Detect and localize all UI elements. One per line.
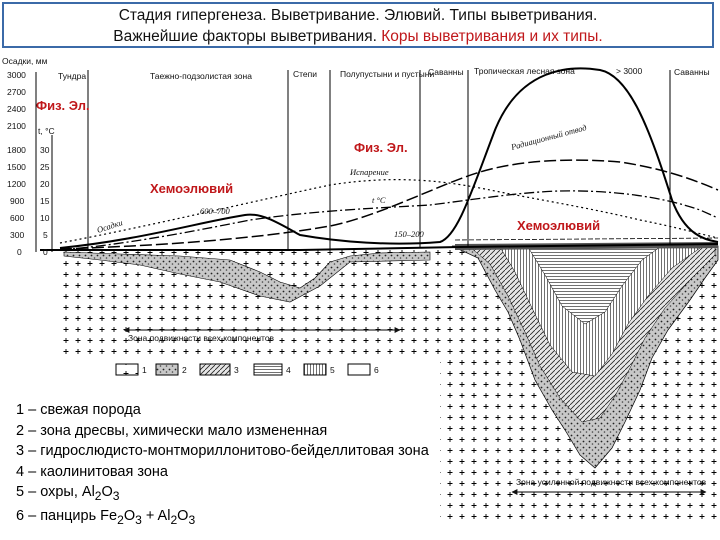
zone-label: > 3000 xyxy=(616,66,643,76)
temp-tick: 25 xyxy=(40,162,50,172)
zone-label: Тропическая лесная зона xyxy=(474,66,575,76)
zone-label: Тундра xyxy=(58,71,86,81)
temperature-curve xyxy=(59,190,719,251)
evaporation-label: Испарение xyxy=(349,167,389,177)
title-box: Стадия гипергенеза. Выветривание. Элювий… xyxy=(2,2,714,48)
annotation-chem-left: Хемоэлювий xyxy=(150,181,234,196)
legend-item: 5 – охры, Al2O3 xyxy=(16,484,120,503)
annotation-phys-left: Физ. Эл. xyxy=(36,98,90,113)
precip-tick: 300 xyxy=(10,230,24,240)
temp-tick: 0 xyxy=(43,247,48,257)
precip-tick: 2100 xyxy=(7,121,26,131)
precip-tick: 600 xyxy=(10,213,24,223)
legend-boxes: 1 2 3 4 5 6 xyxy=(115,363,379,376)
radiation-label: Радиационный отвод xyxy=(509,122,588,152)
legend-box-label: 5 xyxy=(330,365,335,375)
weathering-profile-diagram: Осадки, мм 3000 2700 2400 2100 1800 1500… xyxy=(2,56,720,520)
zone-label: Полупустыни и пустыни xyxy=(340,69,434,79)
precip-range-line xyxy=(454,237,719,241)
evaporation-curve xyxy=(59,179,719,244)
legend-item: 2 – зона дресвы, химически мало измененн… xyxy=(16,422,328,439)
zone-labels: Тундра Таежно-подзолистая зона Степи Пол… xyxy=(58,66,710,81)
temp-tick: 15 xyxy=(40,196,50,206)
ground-surface xyxy=(40,243,719,251)
temperature-label: t °C xyxy=(372,195,386,205)
value-label-150-200: 150–200 xyxy=(394,229,425,239)
zone-label: Степи xyxy=(293,69,317,79)
annotation-chem-right: Хемоэлювий xyxy=(517,218,601,233)
temp-axis-label: t, °C xyxy=(38,126,55,136)
precip-tick: 900 xyxy=(10,196,24,206)
precip-curve-label: Осадки xyxy=(96,217,124,235)
right-zone-arrow-label: Зона усиленной подвижности всех компонен… xyxy=(516,477,707,487)
temp-tick: 5 xyxy=(43,230,48,240)
deep-crust-core xyxy=(527,246,661,325)
temp-tick: 10 xyxy=(40,213,50,223)
radiation-curve xyxy=(59,159,719,250)
legend-item: 1 – свежая порода xyxy=(16,402,141,418)
zone-label: Саванны xyxy=(674,67,710,77)
annotation-phys-right: Физ. Эл. xyxy=(354,140,408,155)
title-line-1: Стадия гипергенеза. Выветривание. Элювий… xyxy=(118,7,598,24)
precip-axis-label: Осадки, мм xyxy=(2,56,48,66)
zone-separators xyxy=(87,70,671,250)
zone-label: Саванны xyxy=(428,67,464,77)
title-line-2: Важнейшие факторы выветривания. Коры выв… xyxy=(4,26,712,47)
temp-tick: 20 xyxy=(40,179,50,189)
precip-tick: 2700 xyxy=(7,87,26,97)
precip-tick: 1500 xyxy=(7,162,26,172)
legend-box-label: 3 xyxy=(234,365,239,375)
legend-box-label: 2 xyxy=(182,365,187,375)
precip-tick: 1800 xyxy=(7,145,26,155)
value-label-600-700: 600–700 xyxy=(200,206,231,216)
temp-ticks: 30 25 20 15 10 5 0 xyxy=(40,145,50,257)
precip-tick: 1200 xyxy=(7,179,26,189)
precip-ticks: 3000 2700 2400 2100 1800 1500 1200 900 6… xyxy=(7,70,26,257)
zone-label: Таежно-подзолистая зона xyxy=(150,71,252,81)
title-line-2-red: Коры выветривания и их типы. xyxy=(381,28,603,45)
title-line-2-black: Важнейшие факторы выветривания. xyxy=(113,28,377,45)
legend-list: 1 – свежая порода 2 – зона дресвы, химич… xyxy=(16,400,429,531)
left-zone-arrow-label: Зона подвижности всех компонентов xyxy=(128,333,275,343)
legend-item: 4 – каолинитовая зона xyxy=(16,463,168,480)
legend-box-label: 6 xyxy=(374,365,379,375)
legend-item: 3 – гидрослюдисто-монтмориллонитово-бейд… xyxy=(16,443,429,459)
left-weathering-crust xyxy=(63,251,431,303)
legend-box-label: 4 xyxy=(286,365,291,375)
precip-tick: 3000 xyxy=(7,70,26,80)
precip-tick: 2400 xyxy=(7,104,26,114)
precipitation-curve xyxy=(59,67,719,249)
fresh-rock-area-left xyxy=(60,250,440,360)
precip-tick: 0 xyxy=(17,247,22,257)
temp-tick: 30 xyxy=(40,145,50,155)
legend-box-label: 1 xyxy=(142,365,147,375)
legend-item: 6 – панцирь Fe2O3 + Al2O3 xyxy=(16,508,196,528)
